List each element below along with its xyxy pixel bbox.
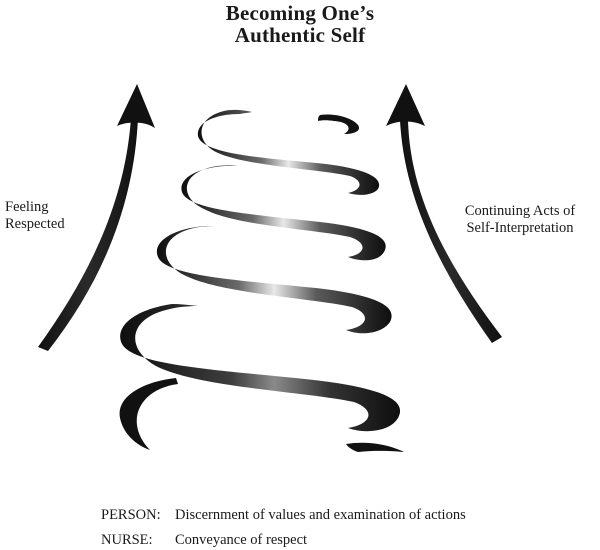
spiral-coil-1 <box>197 109 380 195</box>
footer-person-row: PERSON: Discernment of values and examina… <box>101 507 466 524</box>
spiral-coil-3 <box>156 226 392 334</box>
nurse-description: Conveyance of respect <box>175 532 308 548</box>
spiral-coil-5 <box>119 378 178 450</box>
left-arrow-label: Feeling Respected <box>5 199 115 233</box>
person-description: Discernment of values and examination of… <box>175 507 466 523</box>
title-line-1: Becoming One’s <box>225 1 375 25</box>
left-up-arrow <box>38 84 155 351</box>
nurse-role-label: NURSE: <box>101 532 153 548</box>
left-label-line-1: Feeling <box>5 199 49 215</box>
title-line-2: Authentic Self <box>234 23 366 47</box>
diagram-title: Becoming One’s Authentic Self <box>0 2 600 46</box>
spiral-coil-2 <box>181 165 386 261</box>
footer-nurse-row: NURSE: Conveyance of respect <box>101 532 307 549</box>
spiral-coil-4 <box>120 304 401 432</box>
right-label-line-1: Continuing Acts of <box>464 203 576 219</box>
spiral-coil-1-top-tip <box>318 114 360 134</box>
left-label-line-2: Respected <box>5 216 65 232</box>
spiral-coils <box>119 109 404 452</box>
right-arrow-label: Continuing Acts of Self-Interpretation <box>440 203 600 237</box>
right-label-line-2: Self-Interpretation <box>466 220 574 236</box>
spiral-coil-5-right-tail <box>346 442 404 452</box>
right-up-arrow <box>386 84 502 343</box>
person-role-label: PERSON: <box>101 507 161 523</box>
